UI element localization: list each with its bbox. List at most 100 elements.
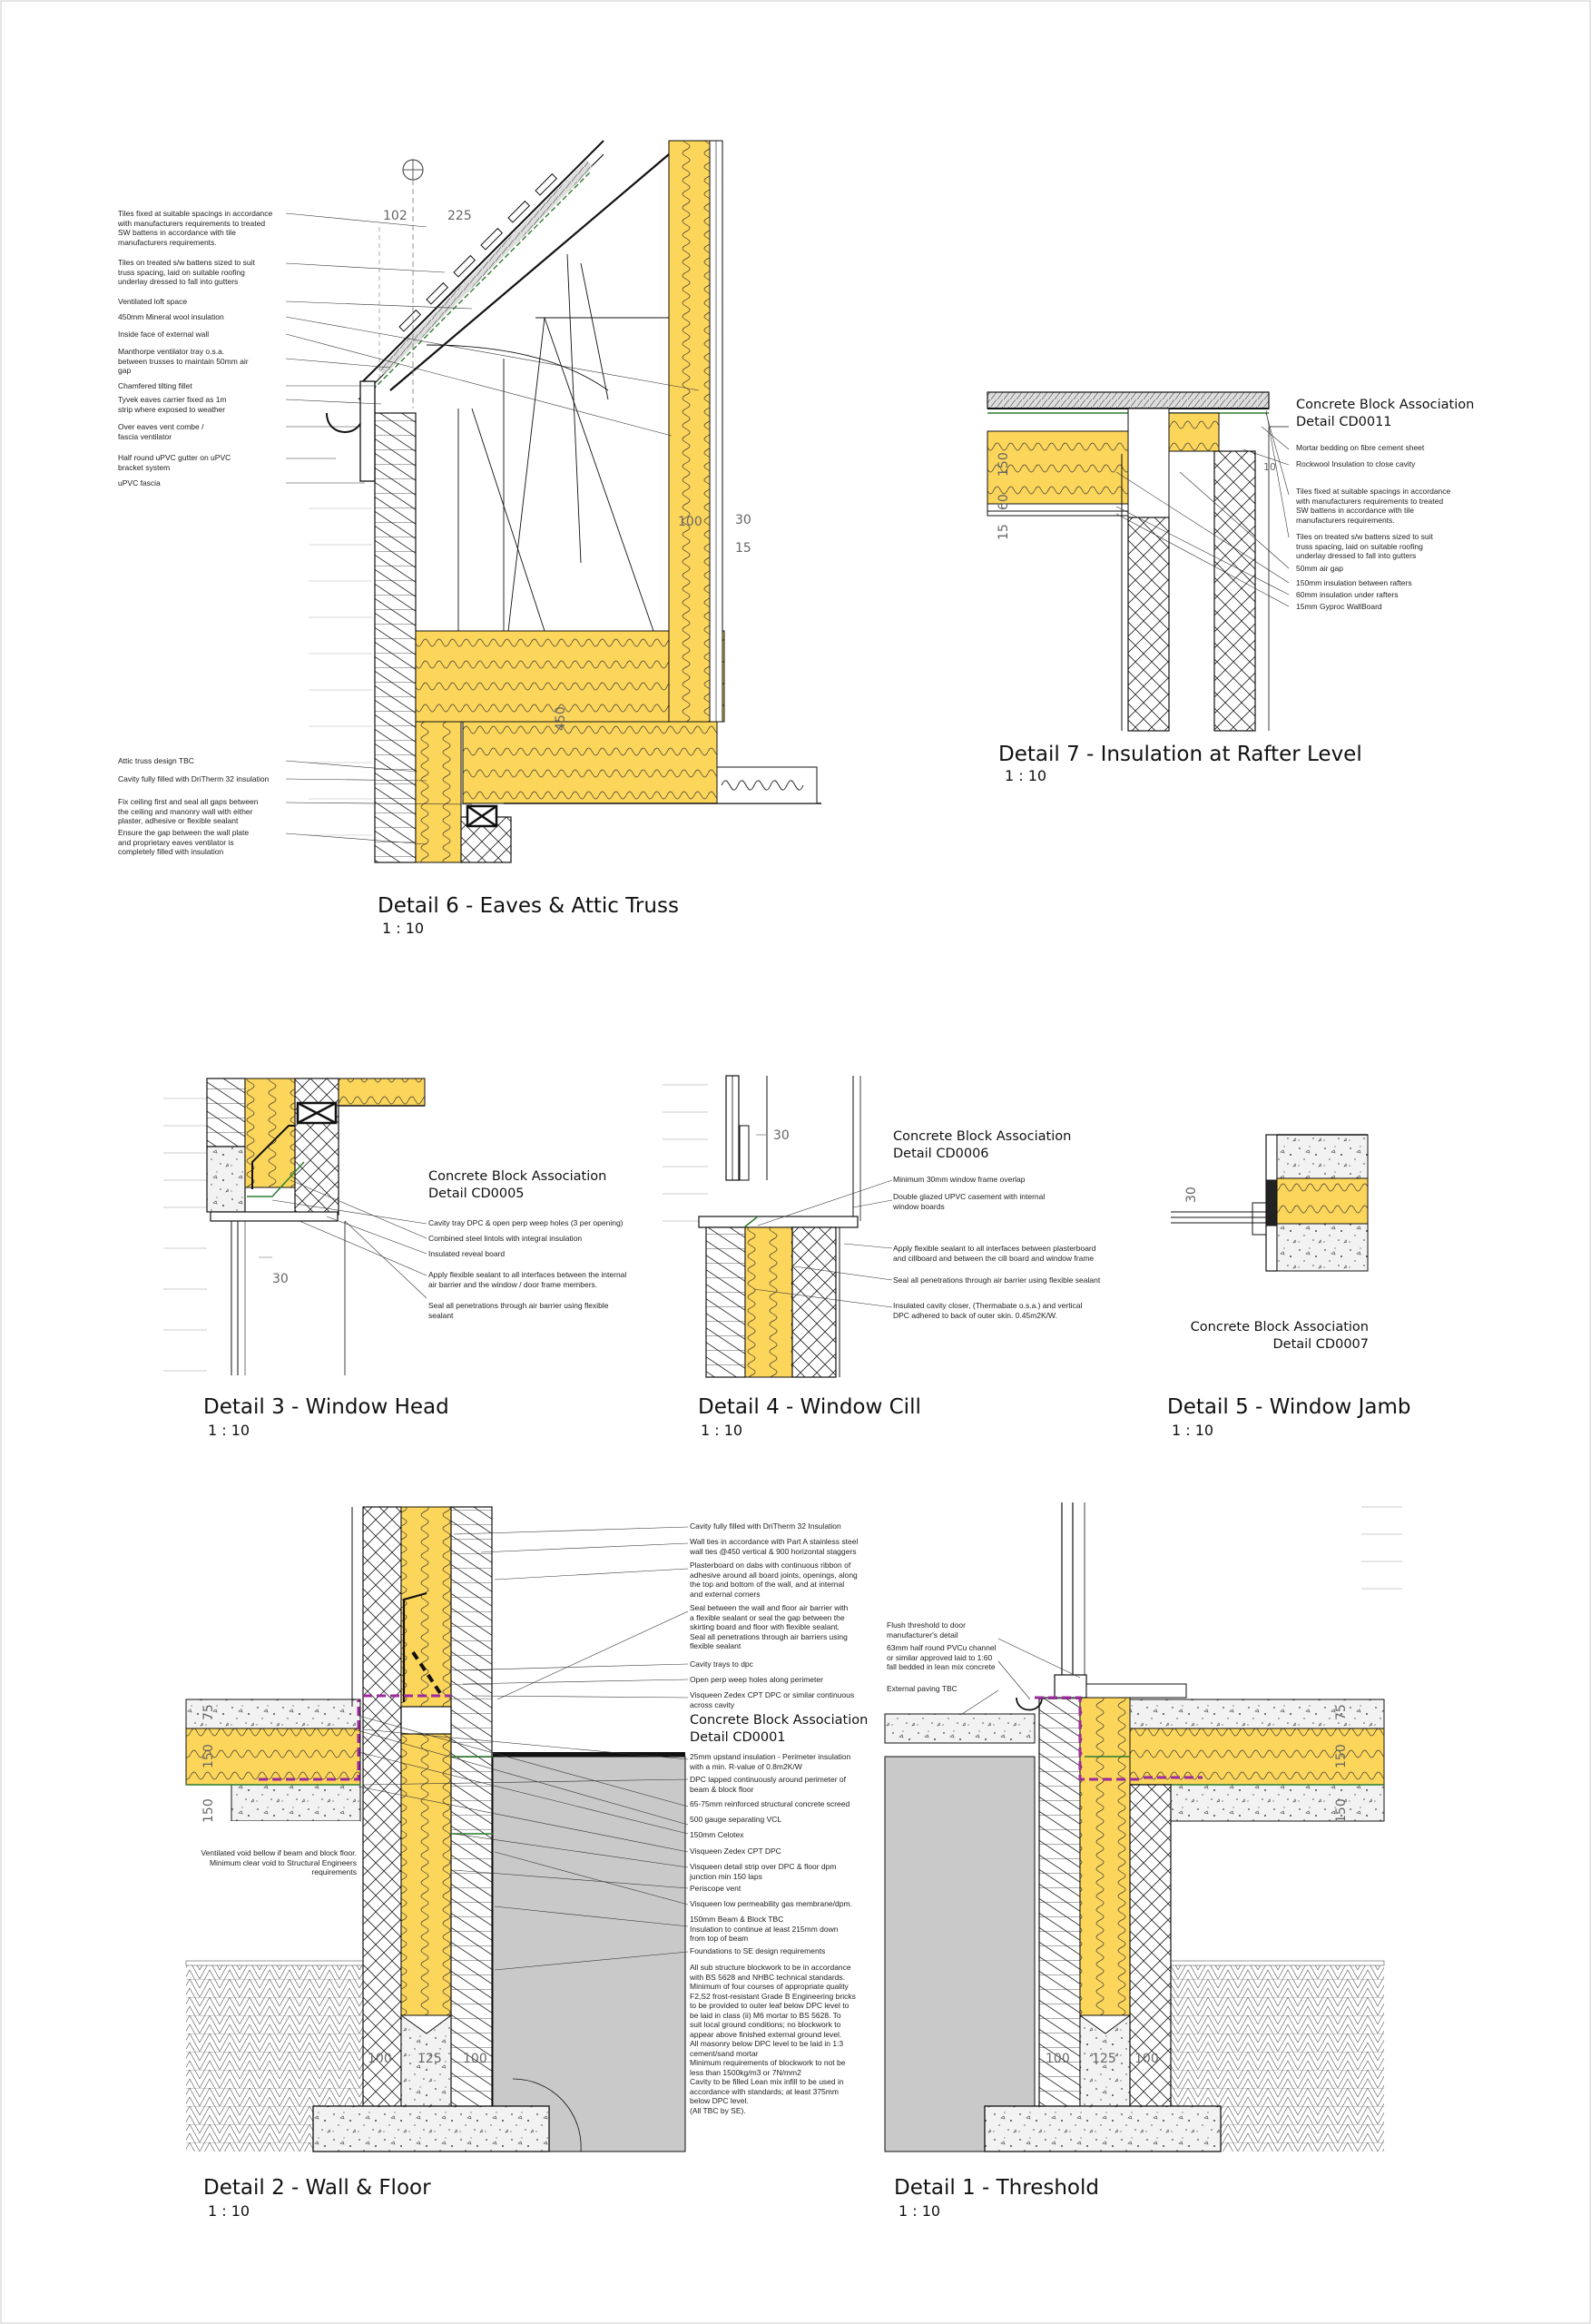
d7-dim-15: 15	[997, 524, 1011, 540]
d1-dim-100-right: 100	[1134, 2052, 1159, 2066]
d7-cba-reference: Concrete Block Association Detail CD0011	[1296, 398, 1475, 429]
d2-note-ventilated-void: Ventilated void bellow if beam and block…	[201, 1848, 357, 1876]
d2-note-periscope: Periscope vent	[690, 1884, 741, 1893]
d1-scale: 1 : 10	[899, 2202, 941, 2220]
d2-note-upstand: 25mm upstand insulation - Perimeter insu…	[690, 1752, 851, 1771]
d2-note-detail-strip: Visqueen detail strip over DPC & floor d…	[690, 1862, 837, 1881]
detail-6-drawing	[285, 140, 821, 863]
d7-dim-150: 150	[997, 452, 1011, 477]
d7-scale: 1 : 10	[1005, 767, 1047, 784]
d5-dim-30: 30	[1184, 1187, 1199, 1203]
d2-note-beam-block: 150mm Beam & Block TBC Insulation to con…	[690, 1915, 839, 1943]
d6-dim-30: 30	[735, 513, 751, 527]
d1-dim-100-left: 100	[1046, 2052, 1070, 2066]
d7-dim-10: 10	[1263, 461, 1276, 473]
d4-note-casement: Double glazed UPVC casement with interna…	[893, 1192, 1046, 1211]
d6-note-attic-truss: Attic truss design TBC	[118, 756, 194, 765]
d2-dim-125: 125	[417, 2052, 442, 2066]
d6-note-wall-plate-gap: Ensure the gap between the wall plate an…	[118, 828, 250, 856]
d4-note-flexible-sealant: Apply flexible sealant to all interfaces…	[893, 1244, 1096, 1263]
d1-note-flush-threshold: Flush threshold to door manufacturer's d…	[887, 1620, 966, 1640]
d1-note-pvcu-channel: 63mm half round PVCu channel or similar …	[887, 1643, 997, 1671]
d7-title: Detail 7 - Insulation at Rafter Level	[998, 743, 1362, 766]
d7-note-tiles-fixed: Tiles fixed at suitable spacings in acco…	[1296, 487, 1451, 525]
d6-dim-102: 102	[383, 209, 408, 223]
d5-scale: 1 : 10	[1172, 1422, 1214, 1439]
d7-note-tile-battens: Tiles on treated s/w battens sized to su…	[1296, 532, 1433, 560]
d2-title: Detail 2 - Wall & Floor	[203, 2176, 431, 2200]
d4-note-seal-penetrations: Seal all penetrations through air barrie…	[893, 1275, 1101, 1285]
d6-note-fascia: uPVC fascia	[118, 478, 161, 487]
d7-note-60-insulation: 60mm insulation under rafters	[1296, 590, 1399, 599]
d4-title: Detail 4 - Window Cill	[698, 1395, 921, 1419]
detail-2-drawing	[185, 1506, 689, 2152]
d1-dim-125: 125	[1092, 2052, 1116, 2066]
detail-5-drawing	[1171, 1134, 1369, 1272]
d2-note-substructure: All sub structure blockwork to be in acc…	[690, 1963, 856, 2115]
d6-dim-225: 225	[447, 209, 472, 223]
d6-dim-15: 15	[735, 541, 751, 556]
d6-note-loft-space: Ventilated loft space	[118, 297, 188, 306]
d4-dim-30: 30	[773, 1128, 790, 1143]
d7-note-air-gap: 50mm air gap	[1296, 564, 1343, 573]
d6-note-cavity-filled: Cavity fully filled with DriTherm 32 ins…	[118, 774, 270, 783]
d3-title: Detail 3 - Window Head	[203, 1395, 449, 1419]
d6-note-tile-battens: Tiles on treated s/w battens sized to su…	[118, 258, 255, 286]
d2-note-zedex-cpt: Visqueen Zedex CPT DPC	[690, 1846, 781, 1856]
d1-note-external-paving: External paving TBC	[887, 1684, 958, 1693]
d1-title: Detail 1 - Threshold	[894, 2176, 1099, 2200]
d2-note-vcl: 500 gauge separating VCL	[690, 1815, 782, 1824]
d1-dim-150-upper: 150	[1334, 1744, 1349, 1768]
d4-note-frame-overlap: Minimum 30mm window frame overlap	[893, 1175, 1026, 1184]
d4-note-cavity-closer: Insulated cavity closer, (Thermabate o.s…	[893, 1301, 1083, 1320]
d3-note-steel-lintols: Combined steel lintols with integral ins…	[428, 1234, 583, 1243]
d6-dim-450: 450	[554, 706, 568, 731]
d2-note-celotex: 150mm Celotex	[690, 1830, 744, 1839]
detail-1-drawing	[884, 1502, 1402, 2152]
d3-note-reveal-board: Insulated reveal board	[428, 1249, 506, 1258]
d7-note-150-insulation: 150mm insulation between rafters	[1296, 578, 1412, 587]
d3-note-cavity-tray: Cavity tray DPC & open perp weep holes (…	[428, 1218, 624, 1227]
d2-note-zedex-dpc: Visqueen Zedex CPT DPC or similar contin…	[690, 1690, 855, 1709]
d2-note-seal-floor-barrier: Seal between the wall and floor air barr…	[690, 1603, 849, 1650]
d2-dim-150-lower: 150	[201, 1798, 216, 1823]
d2-scale: 1 : 10	[208, 2202, 250, 2220]
d6-note-tilting-fillet: Chamfered tilting fillet	[118, 381, 192, 390]
d6-note-gutter: Half round uPVC gutter on uPVC bracket s…	[118, 453, 231, 472]
d3-note-flexible-sealant: Apply flexible sealant to all interfaces…	[428, 1270, 627, 1289]
d6-dim-100: 100	[678, 515, 702, 529]
d6-title: Detail 6 - Eaves & Attic Truss	[378, 894, 679, 918]
d6-note-fix-ceiling: Fix ceiling first and seal all gaps betw…	[118, 797, 259, 825]
d6-scale: 1 : 10	[382, 920, 425, 937]
d7-note-rockwool: Rockwool Insulation to close cavity	[1296, 459, 1416, 468]
d1-dim-150-lower: 150	[1334, 1798, 1349, 1823]
d6-note-tiles-fixed: Tiles fixed at suitable spacings in acco…	[118, 209, 273, 247]
detail-7-drawing	[987, 391, 1290, 732]
d1-dim-75: 75	[1334, 1704, 1349, 1720]
d7-dim-60: 60	[997, 494, 1011, 510]
d6-note-ventilator-tray: Manthorpe ventilator tray o.s.a. between…	[118, 347, 249, 375]
d5-cba-reference: Concrete Block Association Detail CD0007	[1190, 1320, 1369, 1352]
d2-note-screed: 65-75mm reinforced structural concrete s…	[690, 1799, 850, 1808]
d6-note-eaves-vent: Over eaves vent combe / fascia ventilato…	[118, 422, 204, 441]
d2-note-cavity-trays: Cavity trays to dpc	[690, 1659, 753, 1669]
detail-3-drawing	[163, 1078, 427, 1375]
d2-dim-75: 75	[201, 1704, 216, 1720]
d7-note-mortar: Mortar bedding on fibre cement sheet	[1296, 443, 1425, 452]
d6-note-tyvek: Tyvek eaves carrier fixed as 1m strip wh…	[118, 395, 227, 414]
d6-note-inside-face: Inside face of external wall	[118, 330, 210, 339]
d3-dim-30: 30	[272, 1272, 289, 1286]
d3-note-seal-penetrations: Seal all penetrations through air barrie…	[428, 1301, 609, 1320]
d2-note-dpc-lapped: DPC lapped continuously around perimeter…	[690, 1775, 846, 1794]
d2-cba-reference: Concrete Block Association Detail CD0001	[690, 1713, 869, 1745]
d3-cba-reference: Concrete Block Association Detail CD0005	[428, 1169, 607, 1201]
d3-scale: 1 : 10	[208, 1422, 250, 1439]
d2-dim-150-upper: 150	[201, 1744, 216, 1768]
d2-note-cavity-filled: Cavity fully filled with DriTherm 32 Ins…	[690, 1521, 841, 1531]
d5-title: Detail 5 - Window Jamb	[1167, 1395, 1411, 1419]
d2-note-foundations: Foundations to SE design requirements	[690, 1946, 826, 1955]
d2-note-plasterboard: Plasterboard on dabs with continuous rib…	[690, 1561, 858, 1599]
d4-scale: 1 : 10	[701, 1422, 743, 1439]
